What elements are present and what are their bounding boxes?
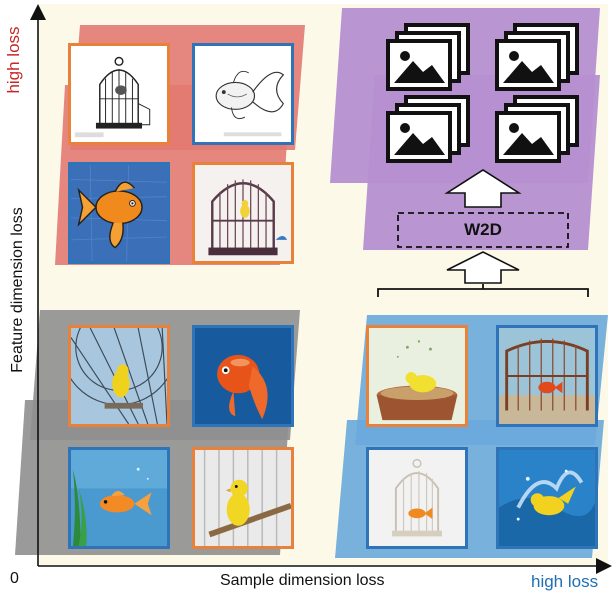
up-arrow-lower <box>446 251 520 284</box>
photo-goldfish-in-birdcage-tile <box>366 447 468 549</box>
photo-canary-splash-tile <box>496 447 598 549</box>
x-axis-label: Sample dimension loss <box>220 572 385 589</box>
photo-goldfish-tank-tile <box>68 447 170 549</box>
photo-goldfish-dark-tile <box>192 325 294 427</box>
w2d-module-box <box>397 212 569 248</box>
photo-goldfish-in-cage-tile <box>496 325 598 427</box>
x-axis-high-label: high loss <box>531 572 599 591</box>
photo-canary-in-cage-tile <box>192 162 294 264</box>
image-stack-icon <box>495 95 579 163</box>
w2d-label: W2D <box>464 220 502 239</box>
image-stack-icon <box>495 23 579 91</box>
painting-goldfish-tile <box>68 162 170 264</box>
image-stack-icon <box>386 23 470 91</box>
sketch-goldfish-tile <box>192 43 294 145</box>
photo-canary-bath-tile <box>366 325 468 427</box>
up-arrow-upper <box>444 169 522 208</box>
sketch-birdcage-tile <box>68 43 170 145</box>
image-stack-icon <box>386 95 470 163</box>
selection-bracket <box>377 284 589 297</box>
origin-label: 0 <box>10 570 19 587</box>
y-axis-high-label: high loss <box>4 26 23 94</box>
photo-canary-perch-tile <box>192 447 294 549</box>
photo-canary-cage-bars-tile <box>68 325 170 427</box>
y-axis-label: Feature dimension loss <box>9 207 26 373</box>
